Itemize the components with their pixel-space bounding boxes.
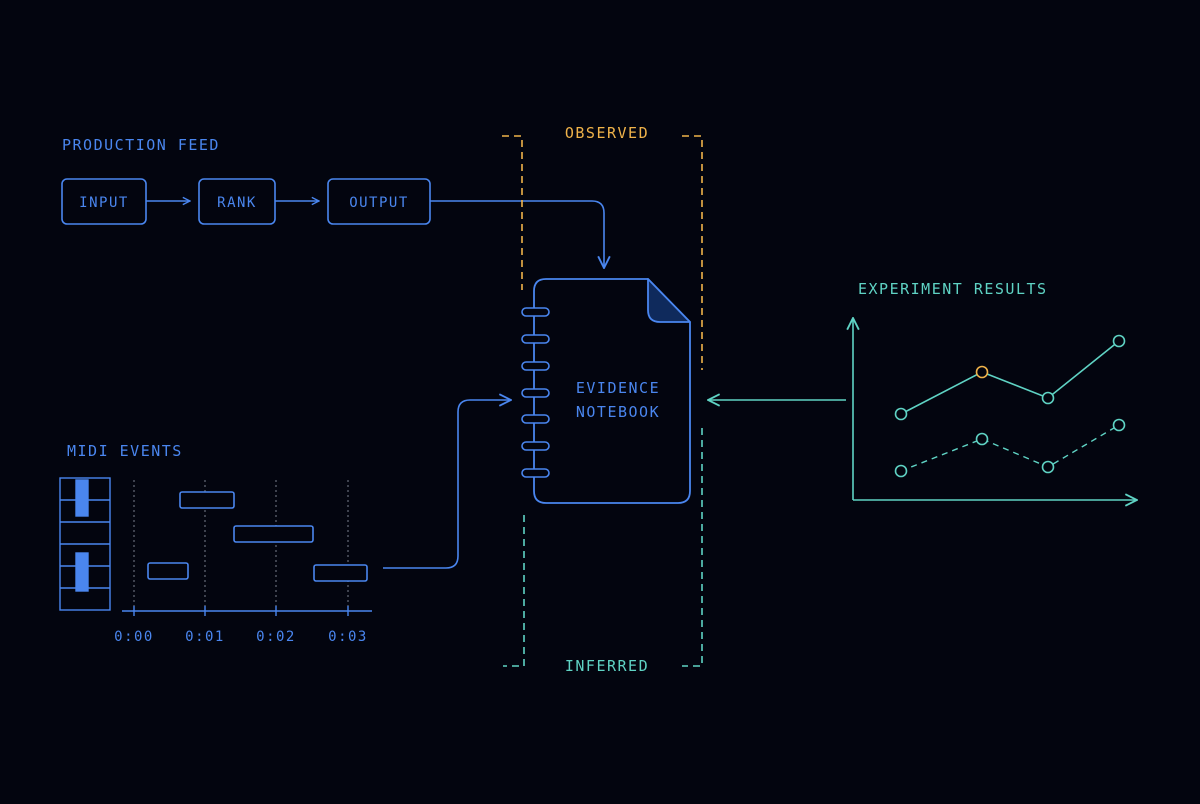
midi-grid xyxy=(133,480,349,610)
midi-time-tick: 0:03 xyxy=(328,629,368,645)
midi-time-tick: 0:00 xyxy=(114,629,154,645)
midi-to-notebook-connector xyxy=(383,400,511,569)
results-point[interactable] xyxy=(1112,418,1126,432)
experiment-results-title: EXPERIMENT RESULTS xyxy=(858,280,1048,298)
results-point[interactable] xyxy=(894,464,908,478)
midi-axis-ticks xyxy=(133,606,349,616)
results-point[interactable] xyxy=(1112,334,1126,348)
black-key xyxy=(75,479,89,517)
black-key xyxy=(75,552,89,592)
results-point-highlight[interactable] xyxy=(975,365,989,379)
midi-time-tick: 0:02 xyxy=(256,629,296,645)
notebook-title-line1: EVIDENCE xyxy=(576,379,660,397)
results-solid-line xyxy=(900,340,1120,415)
results-dashed-line xyxy=(900,424,1120,472)
spiral-notebook-icon xyxy=(521,278,691,504)
midi-events: MIDI EVENTS xyxy=(59,400,511,645)
midi-time-tick: 0:01 xyxy=(185,629,225,645)
midi-note[interactable] xyxy=(179,491,235,509)
observed-bracket-left xyxy=(502,135,523,290)
inferred-bracket-left xyxy=(503,515,525,667)
results-point[interactable] xyxy=(1041,391,1055,405)
results-point[interactable] xyxy=(894,407,908,421)
midi-events-title: MIDI EVENTS xyxy=(67,442,183,460)
rank-node-label: RANK xyxy=(217,195,257,211)
rank-node[interactable]: RANK xyxy=(198,178,276,225)
observed-label: OBSERVED xyxy=(565,124,649,142)
output-to-notebook-connector xyxy=(430,200,604,268)
inferred-bracket: INFERRED xyxy=(503,428,703,675)
input-node[interactable]: INPUT xyxy=(61,178,147,225)
notebook-title-line2: NOTEBOOK xyxy=(576,403,660,421)
observed-bracket: OBSERVED xyxy=(502,124,703,370)
midi-note[interactable] xyxy=(147,562,189,580)
experiment-results: EXPERIMENT RESULTS xyxy=(708,280,1137,500)
inferred-label: INFERRED xyxy=(565,657,649,675)
midi-note[interactable] xyxy=(313,564,368,582)
notebook-rings xyxy=(521,307,550,478)
folded-corner xyxy=(647,278,691,323)
observed-bracket-right xyxy=(682,135,703,370)
production-feed-title: PRODUCTION FEED xyxy=(62,136,220,154)
input-node-label: INPUT xyxy=(79,195,129,211)
output-node-label: OUTPUT xyxy=(349,195,409,211)
results-point[interactable] xyxy=(975,432,989,446)
midi-note[interactable] xyxy=(233,525,314,543)
piano-keyboard xyxy=(59,477,111,611)
evidence-notebook[interactable]: EVIDENCE NOTEBOOK xyxy=(521,278,691,504)
results-point[interactable] xyxy=(1041,460,1055,474)
production-feed: PRODUCTION FEED INPUT RANK OUTPUT xyxy=(61,136,604,268)
output-node[interactable]: OUTPUT xyxy=(327,178,431,225)
